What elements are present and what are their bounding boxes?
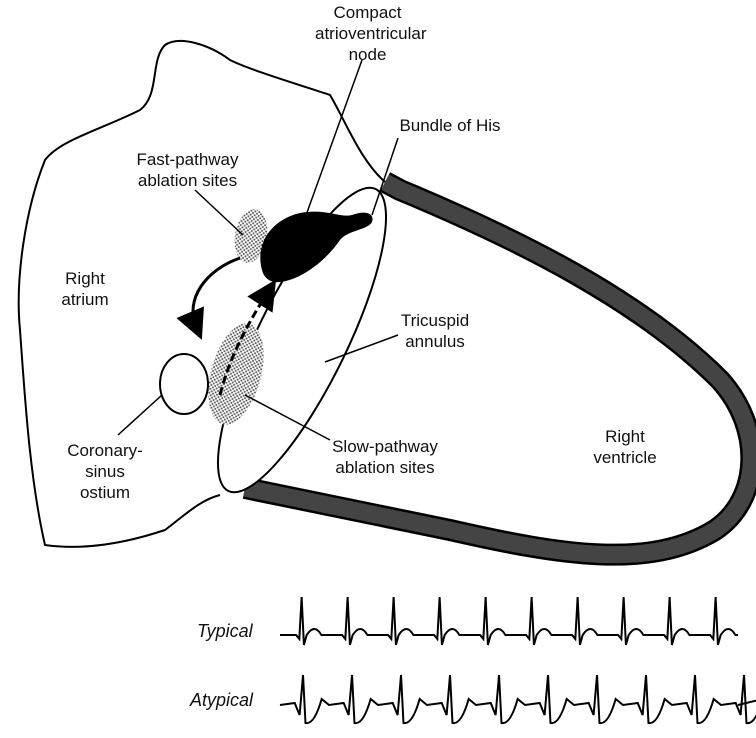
- av-node: [260, 211, 373, 283]
- leader-coronary: [117, 394, 163, 436]
- coronary-sinus-ostium: [159, 353, 209, 415]
- slow-pathway-ablation-site: [208, 323, 264, 425]
- ecg-typical-trace: [280, 596, 738, 646]
- ecg-atypical-trace: [279, 674, 756, 725]
- label-slow-pathway: Slow-pathway ablation sites: [332, 437, 438, 477]
- leader-slow: [244, 394, 331, 441]
- fast-pathway-ablation-site: [234, 209, 268, 263]
- label-ecg-atypical: Atypical: [190, 690, 254, 710]
- right-ventricle-wall-fill: [243, 174, 756, 564]
- leader-fast: [194, 189, 244, 236]
- leader-av-node: [304, 59, 363, 219]
- reentry-arrow-fast: [176, 256, 241, 340]
- label-right-ventricle: Right ventricle: [593, 427, 657, 467]
- label-right-atrium: Right atrium: [61, 269, 109, 309]
- tricuspid-annulus: [216, 186, 388, 494]
- reentry-arrow-slow: [218, 279, 277, 396]
- leader-tricuspid: [324, 334, 399, 363]
- leader-his: [371, 137, 399, 216]
- right-atrium-outline: [17, 40, 386, 548]
- label-ecg-typical: Typical: [197, 621, 253, 641]
- label-coronary-sinus-ostium: Coronary- sinus ostium: [67, 441, 143, 502]
- label-fast-pathway: Fast-pathway ablation sites: [136, 150, 239, 190]
- label-bundle-of-his: Bundle of His: [399, 116, 501, 135]
- label-compact-av-node: Compact atrioventricular node: [315, 3, 427, 64]
- label-tricuspid-annulus: Tricuspid annulus: [400, 311, 470, 351]
